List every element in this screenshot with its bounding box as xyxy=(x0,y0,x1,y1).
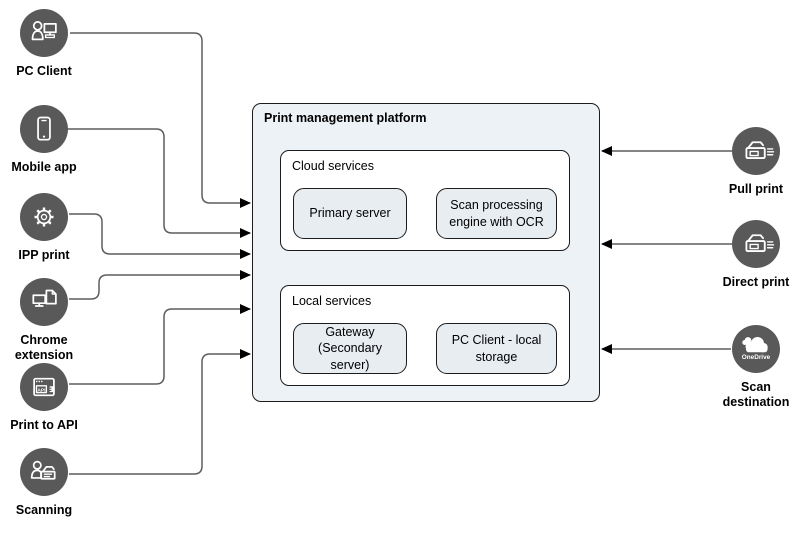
cloud-services-group: Cloud services Primary server Scan proce… xyxy=(280,150,570,251)
gear-icon xyxy=(20,193,68,241)
pc-client-local-storage-label: PC Client - local storage xyxy=(451,333,542,364)
api-window-icon: API xyxy=(20,363,68,411)
node-mobile-app: Mobile app xyxy=(0,105,114,175)
pc-client-local-storage-node: PC Client - local storage xyxy=(436,323,557,374)
node-print-to-api: API Print to API xyxy=(0,363,114,433)
cloud-services-label: Cloud services xyxy=(292,159,374,173)
print-to-api-label: Print to API xyxy=(10,418,78,432)
local-services-label: Local services xyxy=(292,294,372,308)
node-scanning: Scanning xyxy=(0,448,114,518)
platform-title: Print management platform xyxy=(264,111,427,125)
primary-server-node: Primary server xyxy=(293,188,407,239)
api-icon-text: API xyxy=(37,387,46,393)
ipp-print-label: IPP print xyxy=(18,248,70,262)
node-ipp-print: IPP print xyxy=(0,193,114,263)
mobile-phone-icon xyxy=(20,105,68,153)
person-scanner-icon xyxy=(20,448,68,496)
print-management-platform-box: Print management platform Cloud services… xyxy=(252,103,600,402)
pc-client-icon xyxy=(20,9,68,57)
gateway-secondary-server-node: Gateway (Secondary server) xyxy=(293,323,407,374)
primary-server-label: Primary server xyxy=(309,206,391,221)
multifunction-printer-icon xyxy=(732,220,780,268)
chrome-extension-label: Chrome extension xyxy=(14,333,74,362)
node-pull-print: Pull print xyxy=(686,127,808,197)
node-chrome-extension: Chrome extension xyxy=(0,278,114,363)
scanning-label: Scanning xyxy=(15,503,73,517)
scan-destination-label: Scan destination xyxy=(722,380,790,409)
pc-client-label: PC Client xyxy=(16,64,72,78)
scan-processing-engine-node: Scan processing engine with OCR xyxy=(436,188,557,239)
onedrive-icon-text: OneDrive xyxy=(742,354,771,361)
pull-print-label: Pull print xyxy=(728,182,784,196)
onedrive-cloud-icon: OneDrive xyxy=(732,325,780,373)
local-services-group: Local services Gateway (Secondary server… xyxy=(280,285,570,386)
mobile-app-label: Mobile app xyxy=(11,160,77,174)
monitor-document-icon xyxy=(20,278,68,326)
node-scan-destination: OneDrive Scan destination xyxy=(686,325,808,410)
scan-processing-engine-label: Scan processing engine with OCR xyxy=(449,198,544,229)
node-pc-client: PC Client xyxy=(0,9,114,79)
direct-print-label: Direct print xyxy=(722,275,790,289)
gateway-secondary-server-label: Gateway (Secondary server) xyxy=(318,325,382,372)
multifunction-printer-icon xyxy=(732,127,780,175)
node-direct-print: Direct print xyxy=(686,220,808,290)
